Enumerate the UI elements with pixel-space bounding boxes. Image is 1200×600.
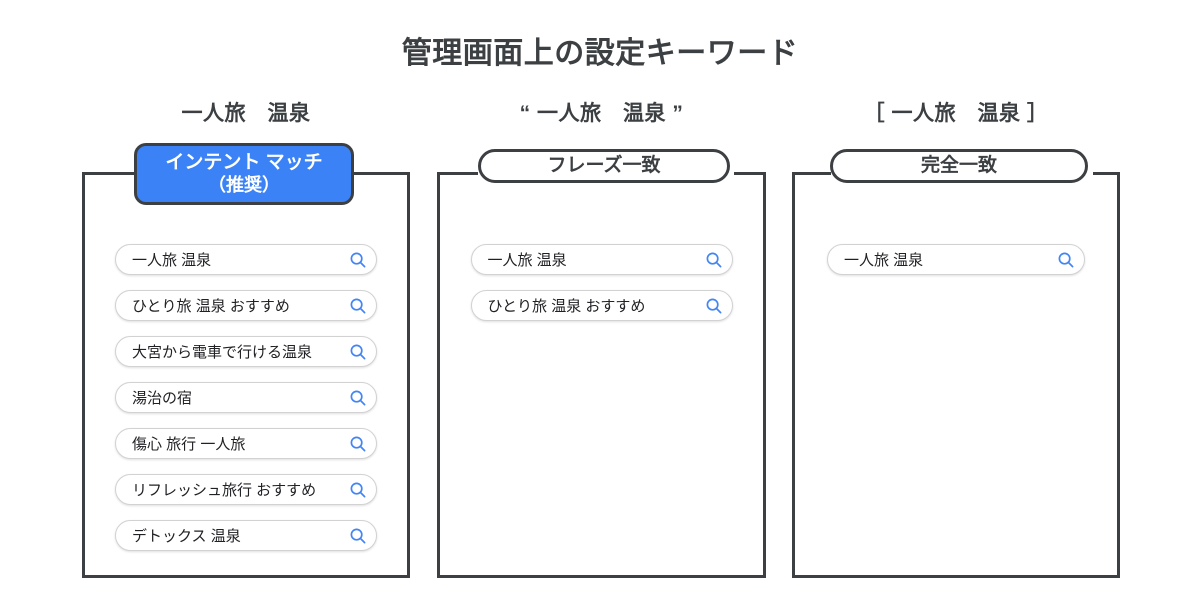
- column-frame-exact: [792, 169, 1120, 578]
- query-list-exact: 一人旅 温泉: [792, 244, 1120, 290]
- badge-label-line1: フレーズ一致: [547, 154, 661, 176]
- query-text: 傷心 旅行 一人旅: [132, 436, 246, 453]
- column-caption-exact: ［ 一人旅 温泉 ］: [863, 102, 1049, 125]
- badge-label-line1: インテント マッチ: [165, 151, 323, 173]
- search-icon[interactable]: [705, 297, 723, 315]
- badge-label-line1: 完全一致: [920, 154, 997, 176]
- badge-label-line2: （推奨）: [208, 174, 280, 195]
- search-icon[interactable]: [1057, 251, 1075, 269]
- query-pill[interactable]: 大宮から電車で行ける温泉: [115, 336, 377, 367]
- column-frame-phrase: [437, 169, 766, 578]
- query-text: 大宮から電車で行ける温泉: [132, 344, 313, 361]
- query-text: ひとり旅 温泉 おすすめ: [132, 298, 290, 315]
- query-pill[interactable]: リフレッシュ旅行 おすすめ: [115, 474, 377, 505]
- search-icon[interactable]: [349, 389, 367, 407]
- query-pill[interactable]: 一人旅 温泉: [827, 244, 1085, 275]
- query-pill[interactable]: ひとり旅 温泉 おすすめ: [115, 290, 377, 321]
- query-pill[interactable]: デトックス 温泉: [115, 520, 377, 551]
- badge-phrase-match[interactable]: フレーズ一致: [478, 149, 730, 183]
- badge-exact-match[interactable]: 完全一致: [830, 149, 1088, 183]
- column-caption-phrase: “ 一人旅 温泉 ”: [519, 102, 684, 125]
- query-text: リフレッシュ旅行 おすすめ: [132, 482, 317, 499]
- match-type-column-phrase: “ 一人旅 温泉 ” フレーズ一致 一人旅 温泉 ひとり旅 温泉 おすすめ: [437, 0, 766, 600]
- query-pill[interactable]: 一人旅 温泉: [470, 244, 733, 275]
- search-icon[interactable]: [705, 251, 723, 269]
- search-icon[interactable]: [349, 251, 367, 269]
- query-text: 一人旅 温泉: [844, 252, 924, 269]
- search-icon[interactable]: [349, 481, 367, 499]
- query-text: 湯治の宿: [132, 390, 193, 407]
- query-text: デトックス 温泉: [132, 528, 241, 545]
- search-icon[interactable]: [349, 527, 367, 545]
- query-text: 一人旅 温泉: [487, 252, 567, 269]
- search-icon[interactable]: [349, 343, 367, 361]
- query-text: ひとり旅 温泉 おすすめ: [487, 298, 646, 315]
- search-icon[interactable]: [349, 435, 367, 453]
- query-pill[interactable]: ひとり旅 温泉 おすすめ: [470, 290, 733, 321]
- match-type-column-exact: ［ 一人旅 温泉 ］ 完全一致 一人旅 温泉: [792, 0, 1120, 600]
- query-list-intent: 一人旅 温泉 ひとり旅 温泉 おすすめ 大宮から電車で行ける温泉 湯治の宿: [82, 244, 410, 566]
- badge-intent-match[interactable]: インテント マッチ （推奨）: [134, 143, 354, 205]
- page-title: 管理画面上の設定キーワード: [401, 37, 799, 70]
- query-pill[interactable]: 傷心 旅行 一人旅: [115, 428, 377, 459]
- query-list-phrase: 一人旅 温泉 ひとり旅 温泉 おすすめ: [437, 244, 766, 336]
- query-text: 一人旅 温泉: [132, 252, 212, 269]
- column-caption-intent: 一人旅 温泉: [181, 102, 311, 125]
- query-pill[interactable]: 一人旅 温泉: [115, 244, 377, 275]
- query-pill[interactable]: 湯治の宿: [115, 382, 377, 413]
- search-icon[interactable]: [349, 297, 367, 315]
- match-type-column-intent: 一人旅 温泉 インテント マッチ （推奨） 一人旅 温泉 ひとり旅 温泉 おすす…: [82, 0, 410, 600]
